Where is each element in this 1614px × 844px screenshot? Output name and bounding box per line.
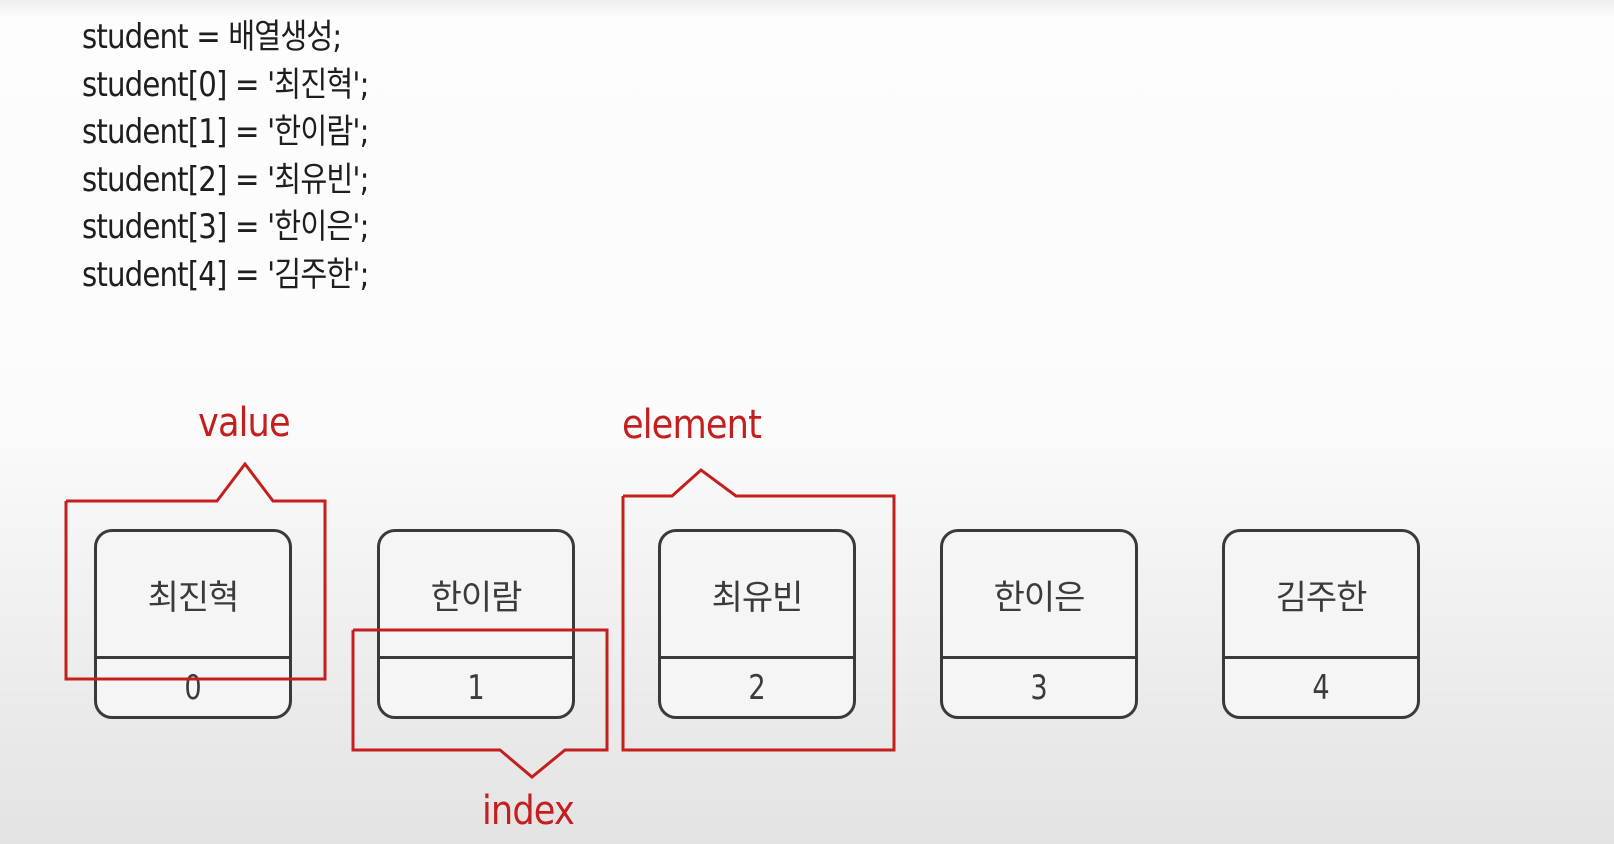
code-line: student[4] = '김주한'; xyxy=(82,254,369,295)
cell-index: 1 xyxy=(467,667,485,708)
array-cell-2: 최유빈 2 xyxy=(658,529,856,719)
index-callout xyxy=(351,628,609,779)
code-line: student[0] = '최진혁'; xyxy=(82,64,369,105)
cell-divider xyxy=(943,656,1135,659)
code-block: student = 배열생성; student[0] = '최진혁'; stud… xyxy=(82,14,415,299)
element-callout xyxy=(621,468,896,752)
cell-index: 3 xyxy=(1030,667,1048,708)
code-line: student[1] = '한이람'; xyxy=(82,112,369,152)
cell-divider xyxy=(661,656,853,659)
array-cell-4: 김주한 4 xyxy=(1222,529,1420,719)
array-cell-0: 최진혁 0 xyxy=(94,529,292,719)
value-callout xyxy=(64,461,327,681)
cell-value: 최진혁 xyxy=(147,577,240,618)
array-cell-1: 한이람 1 xyxy=(377,529,575,719)
array-cell-3: 한이은 3 xyxy=(940,529,1138,719)
cell-index: 2 xyxy=(748,667,766,708)
cell-value: 한이은 xyxy=(993,577,1086,618)
cell-value: 김주한 xyxy=(1275,577,1368,618)
value-label: value xyxy=(198,400,291,446)
element-label: element xyxy=(622,402,762,448)
cell-index: 4 xyxy=(1312,667,1330,708)
index-label: index xyxy=(482,788,575,834)
code-line: student[2] = '최유빈'; xyxy=(82,159,369,200)
code-line: student = 배열생성; xyxy=(82,17,342,57)
cell-divider xyxy=(380,656,572,659)
cell-divider xyxy=(97,656,289,659)
cell-value: 한이람 xyxy=(430,577,523,618)
cell-value: 최유빈 xyxy=(711,577,804,618)
top-shade xyxy=(0,0,1614,18)
cell-divider xyxy=(1225,656,1417,659)
code-line: student[3] = '한이은'; xyxy=(82,207,369,247)
